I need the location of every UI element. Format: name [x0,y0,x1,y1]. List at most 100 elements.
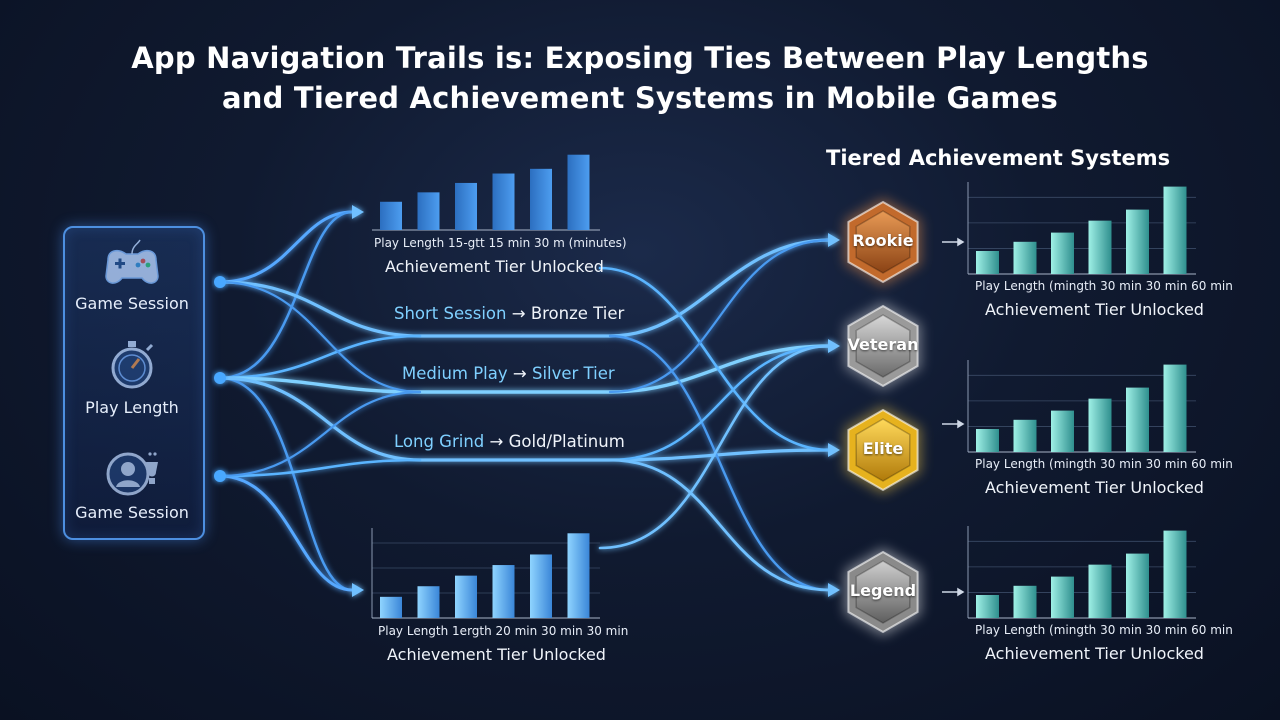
chart-xlabel: Play Length (mingth 30 min 30 min 60 min [975,457,1233,471]
chart-caption: Achievement Tier Unlocked [985,478,1204,497]
flow-label-arrow: → [489,432,504,451]
tiered-systems-title: Tiered Achievement Systems [826,146,1171,170]
chart-bar [1163,530,1187,618]
flow-line [218,458,422,478]
source-label-play-length: Play Length [85,398,179,417]
chart-xlabel: Play Length (mingth 30 min 30 min 60 min [975,279,1233,293]
badge-inner-hex [855,418,911,482]
arrowhead [828,583,840,597]
gamepad-icon [105,239,159,284]
chart-bar [455,575,477,618]
chart-caption: Achievement Tier Unlocked [387,645,606,664]
flow-line [218,280,422,394]
page-title: App Navigation Trails is: Exposing Ties … [0,38,1280,118]
chart-bar [1126,553,1149,618]
chart-bar [1013,585,1037,618]
chart-xlabel: Play Length 1ergth 20 min 30 min 30 min [378,624,629,638]
arrowhead [828,233,840,247]
user-trophy-icon [106,452,158,496]
flow-label-short: Short Session → Bronze Tier [394,304,624,323]
flow-label-highlight: Long Grind [394,432,485,451]
badge-label: Elite [862,439,904,458]
source-node [214,372,226,384]
chart-caption: Achievement Tier Unlocked [985,300,1204,319]
chart-bar [976,251,999,274]
chart-bar [1088,220,1112,274]
chart-bar [1126,209,1149,274]
source-label-game-session: Game Session [75,294,189,313]
chart-xlabel: Play Length (mingth 30 min 30 min 60 min [975,623,1233,637]
chart-bar [1013,419,1037,452]
chart-bar [1051,410,1074,452]
chart-bar [492,173,515,230]
flow-line [218,376,354,592]
arrowhead [957,587,965,597]
bar-chart-center-top [372,154,600,231]
chart-bar [976,429,999,452]
source-node [214,276,226,288]
chart-caption: Achievement Tier Unlocked [985,644,1204,663]
chart-bar [1051,576,1074,618]
arrowhead [957,419,965,429]
arrowhead [828,443,840,457]
chart-bar [530,168,552,230]
badge-label: Legend [849,581,917,600]
badge-inner-hex [855,560,911,624]
flow-line [608,344,832,462]
chart-caption: Achievement Tier Unlocked [385,257,604,276]
chart-bar [1126,387,1149,452]
flow-label-tier: Gold/Platinum [508,432,625,451]
chart-bar [380,596,402,618]
badge-label: Rookie [852,231,914,250]
chart-bar [492,565,515,618]
flow-label-tier: Silver Tier [531,364,615,383]
arrowhead [957,237,965,247]
chart-bar [1013,241,1037,274]
badge-veteran [844,302,922,390]
tier-badges [844,198,922,636]
bar-chart-right-1 [967,182,1196,275]
flow-line [608,238,832,394]
flow-label-highlight: Short Session [394,304,507,323]
flow-arrowheads [352,205,840,597]
flow-line [598,266,832,452]
page-title-line-1: App Navigation Trails is: Exposing Ties … [131,41,1149,75]
chart-bar [1163,186,1187,274]
source-node [214,470,226,482]
chart-bar [1163,364,1187,452]
flow-label-tier: Bronze Tier [530,304,625,323]
flow-label-arrow: → [511,304,526,323]
badge-rookie [844,198,922,286]
flow-label-highlight: Medium Play [402,364,508,383]
arrowhead [352,205,364,219]
source-panel [63,226,205,540]
chart-bar [567,533,590,618]
arrowhead [828,339,840,353]
flow-line [598,344,832,550]
badge-label: Veteran [847,335,919,354]
flow-line [218,474,354,592]
stopwatch-icon [111,341,154,389]
flow-label-arrow: → [512,364,527,383]
chart-bar [567,154,590,230]
chart-bar [417,586,440,618]
flow-line [218,334,422,380]
chart-bar [1088,564,1112,618]
chart-bar [1088,398,1112,452]
chart-xlabel: Play Length 15-gtt 15 min 30 m (minutes) [374,236,627,250]
flow-label-long: Long Grind → Gold/Platinum [394,432,625,451]
badge-legend [844,548,922,636]
source-label-game-session-2: Game Session [75,503,189,522]
badge-inner-hex [855,314,911,378]
chart-bar [455,182,477,230]
chart-bar [1051,232,1074,274]
flow-line [218,210,354,284]
flow-line [608,458,832,592]
chart-bar [530,554,552,618]
chart-bar [976,595,999,618]
flow-lines [218,210,832,592]
bar-chart-right-3 [967,526,1196,619]
flow-label-medium: Medium Play → Silver Tier [402,364,615,383]
chart-bar [417,192,440,230]
